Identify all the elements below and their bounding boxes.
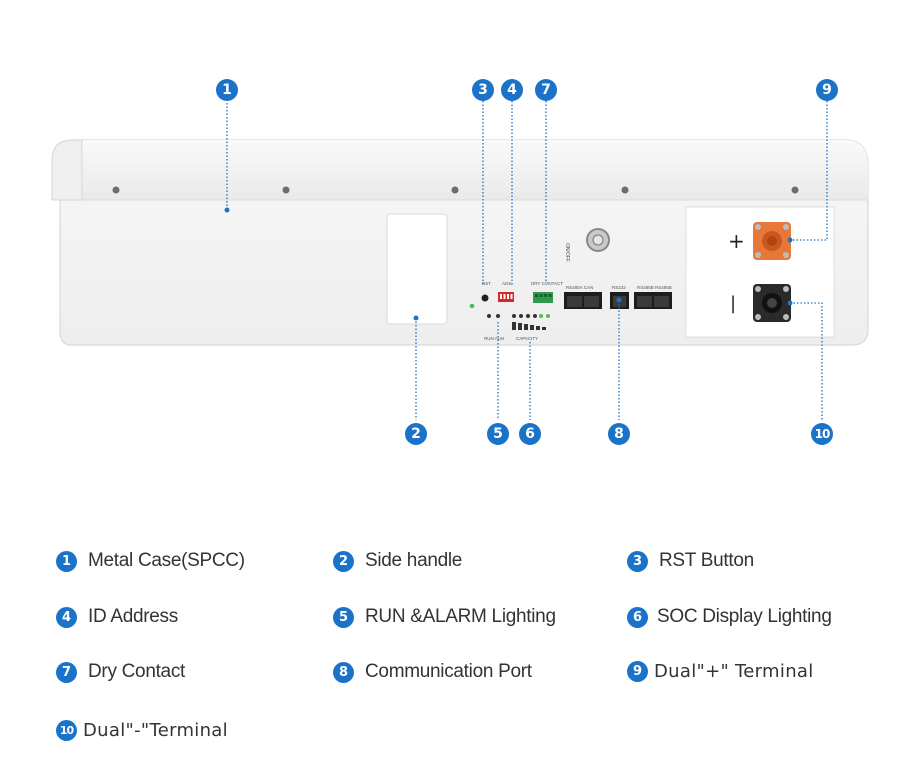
- callout-10-badge: 10: [811, 423, 833, 445]
- positive-terminal: [753, 222, 791, 260]
- legend-badge: 5: [333, 606, 354, 628]
- capacity-bars-icon: [512, 322, 546, 330]
- alarm-led: [496, 314, 500, 318]
- callout-3-badge: 3: [472, 79, 494, 101]
- legend-badge: 6: [627, 606, 648, 628]
- legend-item-3: 3 RST Button: [627, 550, 754, 572]
- legend-item-6: 6 SOC Display Lighting: [627, 606, 832, 628]
- legend-item-5: 5 RUN &ALARM Lighting: [333, 606, 556, 628]
- legend-label: SOC Display Lighting: [657, 606, 832, 627]
- rs485a-can-ports: [564, 292, 602, 309]
- legend-label: Side handle: [365, 550, 463, 571]
- legend-badge: 9: [627, 661, 648, 682]
- dry-contact-label: DRY CONTACT: [531, 281, 563, 286]
- minus-symbol: |: [730, 293, 736, 314]
- callout-8-badge: 8: [608, 423, 630, 445]
- callout-4-badge: 4: [501, 79, 523, 101]
- legend-item-1: 1 Metal Case(SPCC): [56, 550, 245, 572]
- rs485a-can-label: RS485A CAN: [566, 285, 593, 290]
- rst-label: RST: [482, 281, 491, 286]
- legend-badge: 7: [56, 661, 77, 683]
- rs485b-ports: [634, 292, 672, 309]
- plus-symbol: +: [728, 229, 745, 253]
- power-led: [469, 303, 475, 309]
- battery-front-panel-diagram: ON/OFF RST ADS DRY CONTACT RS485A CAN RS…: [51, 79, 869, 445]
- legend-item-9: 9 Dual"+" Terminal: [627, 661, 814, 682]
- legend-badge: 10: [56, 720, 77, 741]
- side-handle: [386, 213, 448, 325]
- soc-leds: [512, 314, 550, 318]
- screw-icon: [112, 186, 799, 194]
- negative-terminal: [753, 284, 791, 322]
- legend-badge: 2: [333, 550, 354, 572]
- rs485b-label: RS485B RS485B: [637, 285, 672, 290]
- device-illustration: ON/OFF RST ADS DRY CONTACT RS485A CAN RS…: [51, 101, 869, 420]
- rst-button: [481, 294, 489, 302]
- legend-label: Dual"-"Terminal: [83, 720, 228, 741]
- callout-5-badge: 5: [487, 423, 509, 445]
- id-address-dip-switch: [498, 292, 514, 302]
- legend-badge: 8: [333, 661, 354, 683]
- legend-badge: 1: [56, 550, 77, 572]
- legend-label: RST Button: [659, 550, 754, 571]
- dry-contact-terminal: [533, 292, 553, 303]
- legend-label: RUN &ALARM Lighting: [365, 606, 556, 627]
- legend-item-2: 2 Side handle: [333, 550, 462, 572]
- callout-9-badge: 9: [816, 79, 838, 101]
- run-alm-label: RUN ALM: [484, 336, 504, 341]
- callout-6-badge: 6: [519, 423, 541, 445]
- legend-label: Communication Port: [365, 661, 532, 682]
- callout-7-badge: 7: [535, 79, 557, 101]
- rs232-label: RS232: [612, 285, 626, 290]
- leader-dots: [224, 207, 793, 321]
- ads-label: ADS: [502, 281, 511, 286]
- legend-item-8: 8 Communication Port: [333, 661, 532, 683]
- legend-item-7: 7 Dry Contact: [56, 661, 185, 683]
- run-led: [487, 314, 491, 318]
- callout-1-badge: 1: [216, 79, 238, 101]
- leader-lines: [226, 101, 828, 420]
- legend-badge: 3: [627, 550, 648, 572]
- on-off-label: ON/OFF: [564, 243, 570, 262]
- control-panel: ON/OFF RST ADS DRY CONTACT RS485A CAN RS…: [469, 228, 672, 341]
- legend-badge: 4: [56, 606, 77, 628]
- callout-2-badge: 2: [405, 423, 427, 445]
- legend-item-10: 10 Dual"-"Terminal: [56, 720, 228, 741]
- legend-label: Dry Contact: [88, 661, 186, 682]
- legend-label: Metal Case(SPCC): [88, 550, 245, 571]
- legend-label: ID Address: [88, 606, 178, 627]
- capacity-label: CAPACITY: [516, 336, 538, 341]
- legend-label: Dual"+" Terminal: [654, 661, 814, 682]
- legend-item-4: 4 ID Address: [56, 606, 178, 628]
